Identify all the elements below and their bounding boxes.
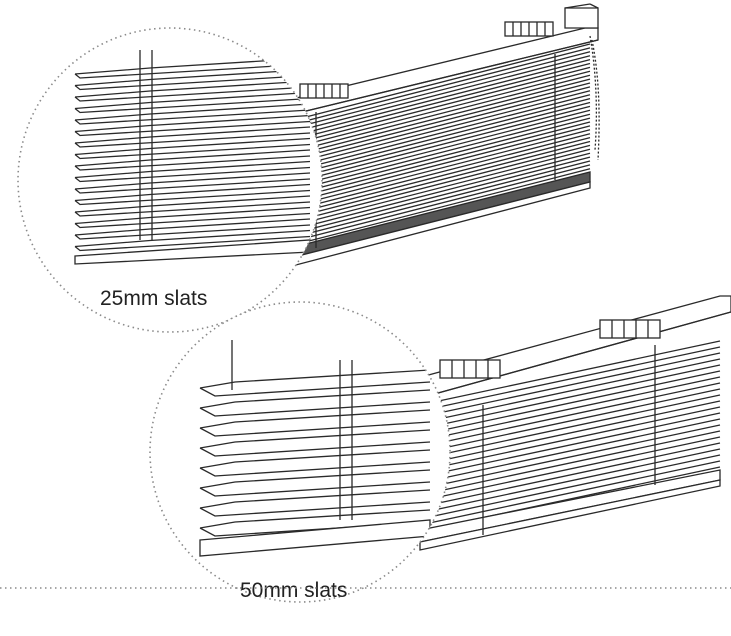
slat bbox=[74, 172, 311, 194]
slat bbox=[301, 152, 591, 228]
headrail-25mm bbox=[287, 3, 599, 113]
slat bbox=[419, 442, 721, 508]
slat bbox=[74, 218, 311, 240]
slat bbox=[419, 352, 721, 418]
slat bbox=[301, 125, 591, 201]
slat bbox=[301, 82, 591, 158]
slat bbox=[301, 94, 591, 170]
slat bbox=[301, 168, 591, 244]
slat bbox=[199, 449, 431, 477]
slat bbox=[301, 164, 591, 240]
slat bbox=[199, 409, 431, 437]
pull-chain-icon bbox=[589, 35, 600, 161]
slat bbox=[199, 489, 431, 517]
slat bbox=[419, 358, 721, 424]
slat bbox=[74, 103, 311, 125]
slat bbox=[74, 195, 311, 217]
slat bbox=[419, 370, 721, 436]
slat bbox=[74, 206, 311, 229]
slat bbox=[419, 424, 721, 490]
slat bbox=[301, 105, 591, 182]
magnifier-50mm: 50mm slats bbox=[149, 301, 451, 603]
slat bbox=[74, 183, 311, 206]
slat bbox=[199, 389, 431, 417]
slat bbox=[419, 430, 721, 496]
slat bbox=[301, 55, 591, 131]
bottom-rail-50mm bbox=[419, 469, 721, 551]
magnifier-25mm: 25mm slats bbox=[17, 27, 323, 333]
slat bbox=[419, 340, 721, 406]
slat bbox=[74, 126, 311, 148]
slat bbox=[74, 160, 311, 183]
slat bbox=[419, 454, 721, 520]
slat bbox=[301, 121, 591, 197]
slat bbox=[74, 57, 311, 79]
slat bbox=[419, 376, 721, 442]
label-25mm: 25mm slats bbox=[100, 287, 207, 310]
slat bbox=[74, 80, 311, 102]
slat bbox=[419, 364, 721, 430]
slat bbox=[301, 101, 591, 178]
slat bbox=[74, 229, 311, 252]
slats-25mm bbox=[301, 43, 591, 248]
slat bbox=[419, 388, 721, 454]
slat bbox=[301, 136, 591, 213]
slat bbox=[301, 117, 591, 193]
slat bbox=[301, 133, 591, 209]
slat bbox=[419, 418, 721, 484]
slat bbox=[419, 460, 721, 526]
slat bbox=[419, 406, 721, 472]
slat bbox=[301, 70, 591, 146]
slat bbox=[301, 86, 591, 162]
slat bbox=[301, 140, 591, 217]
slats-50mm bbox=[419, 340, 721, 532]
slat bbox=[301, 148, 591, 224]
blind-25mm bbox=[287, 3, 600, 267]
slat bbox=[301, 78, 591, 154]
slat bbox=[301, 97, 591, 174]
slat bbox=[74, 68, 311, 91]
slat bbox=[301, 66, 591, 143]
slat bbox=[301, 129, 591, 205]
slat bbox=[301, 58, 591, 135]
slat bbox=[301, 43, 591, 119]
slat bbox=[199, 369, 431, 397]
slat bbox=[74, 91, 311, 114]
blind-50mm bbox=[409, 295, 731, 551]
slat bbox=[419, 412, 721, 478]
headrail-50mm bbox=[409, 295, 731, 399]
slat bbox=[301, 62, 591, 139]
label-50mm: 50mm slats bbox=[240, 579, 347, 602]
slat bbox=[419, 448, 721, 514]
tilt-mechanism-icon bbox=[299, 21, 554, 99]
tilt-mechanism-icon bbox=[439, 319, 661, 379]
slat bbox=[301, 113, 591, 189]
slat bbox=[199, 469, 431, 497]
slat bbox=[301, 90, 591, 166]
slat bbox=[301, 144, 591, 221]
slat bbox=[419, 346, 721, 412]
slat bbox=[301, 160, 591, 236]
slat bbox=[301, 47, 591, 123]
slat bbox=[301, 51, 591, 127]
slat bbox=[74, 114, 311, 137]
slat bbox=[199, 429, 431, 457]
slat bbox=[301, 109, 591, 185]
slat bbox=[301, 156, 591, 232]
slat bbox=[301, 74, 591, 150]
slat bbox=[419, 394, 721, 460]
slat bbox=[419, 400, 721, 466]
slat bbox=[74, 149, 311, 171]
slat bbox=[419, 436, 721, 502]
slat bbox=[419, 382, 721, 448]
slat bbox=[74, 137, 311, 160]
